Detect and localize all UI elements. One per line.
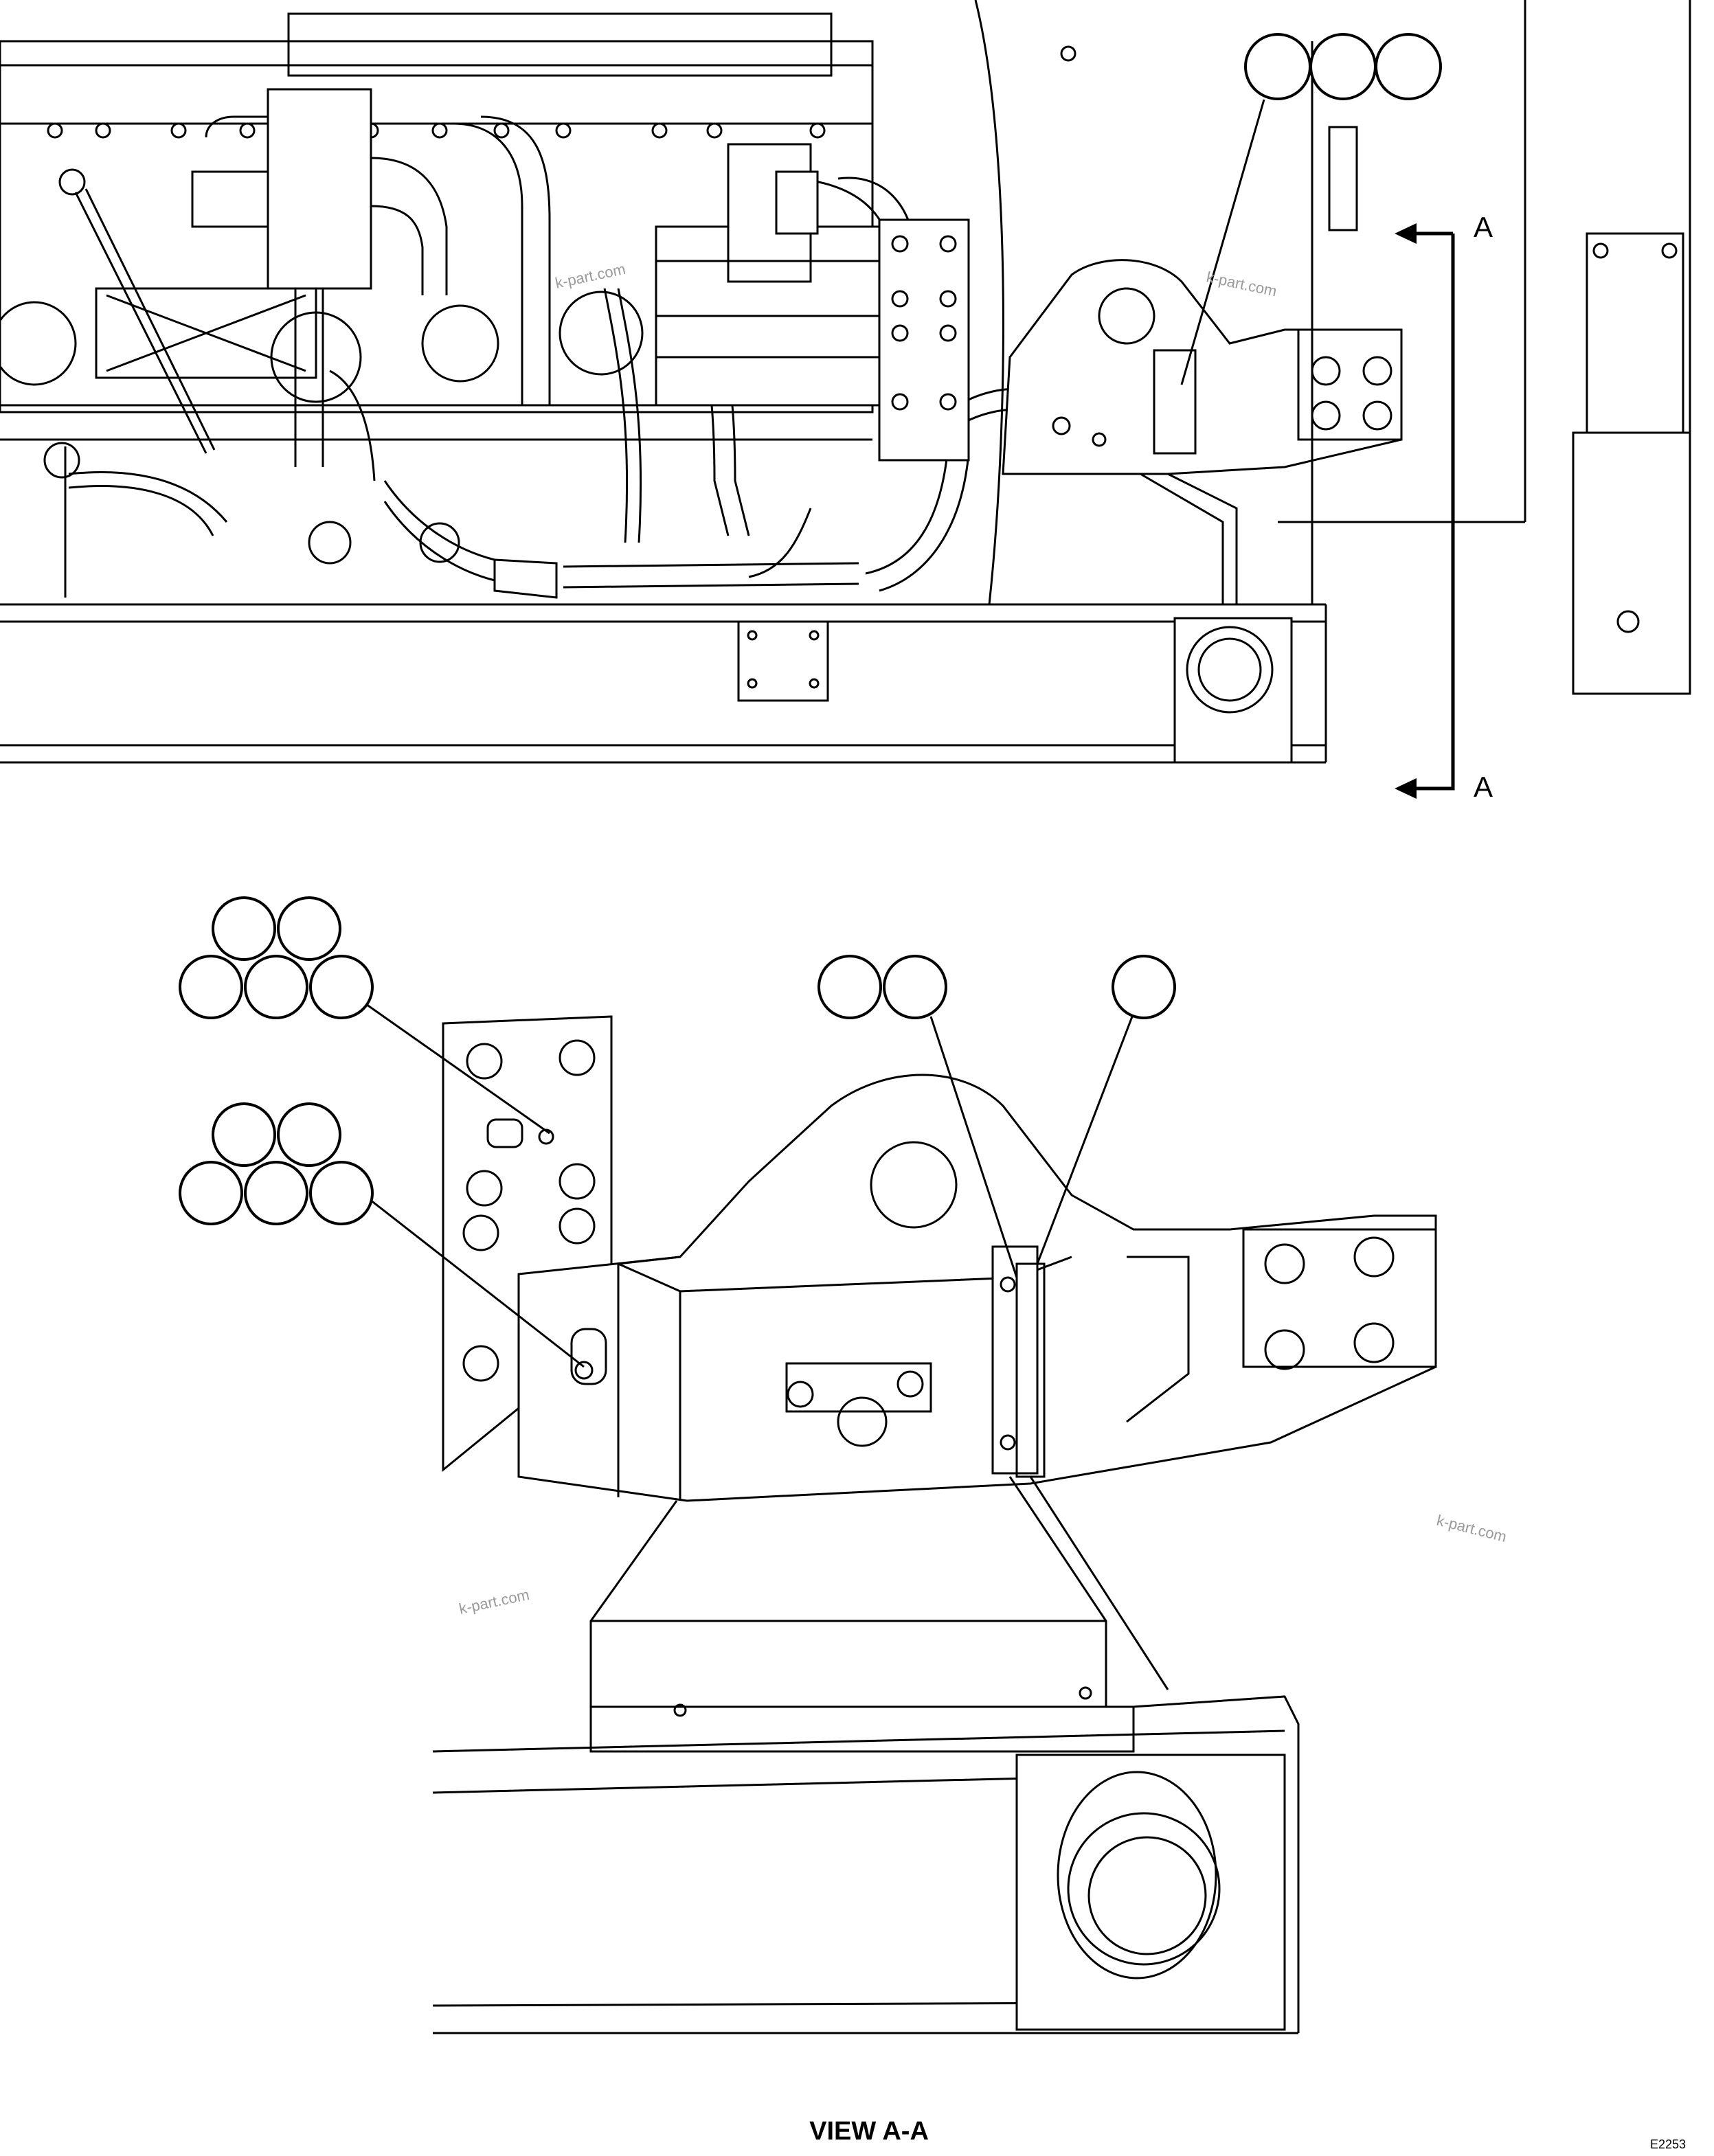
watermark: k-part.com: [458, 1586, 531, 1618]
watermark: k-part.com: [554, 260, 627, 292]
callout-group-view-right: [1112, 955, 1176, 1019]
callout-balloon: [179, 955, 243, 1019]
view-label: VIEW A-A: [809, 2117, 929, 2146]
engine-mount-upper: [1002, 259, 1403, 604]
callout-group-view-center: [817, 955, 947, 1019]
callout-balloon: [1112, 955, 1176, 1019]
valve-cover-bolts: [47, 122, 826, 139]
watermark: k-part.com: [1205, 268, 1278, 299]
section-marker-bottom: A: [1474, 771, 1493, 803]
radiator: [974, 0, 1691, 695]
callout-balloon: [244, 1161, 308, 1225]
dipstick: [43, 168, 216, 598]
watermark: k-part.com: [1435, 1512, 1509, 1545]
isolator-legs: [589, 1476, 1169, 1753]
callout-balloon: [817, 955, 882, 1019]
hoses: [68, 88, 1093, 599]
section-arrow-icon: [1395, 223, 1417, 244]
upper-view: [0, 0, 1691, 764]
callout-group-view-lower-left: [179, 1102, 374, 1225]
valve-block: [655, 143, 970, 462]
drawing-number: E2253: [1650, 2137, 1686, 2151]
frame-rail: [0, 603, 1327, 764]
callout-balloon: [1309, 33, 1377, 100]
section-marker-top: A: [1474, 211, 1493, 243]
callout-balloon: [309, 1161, 374, 1225]
callout-balloon: [212, 896, 276, 961]
callout-balloon: [277, 1102, 341, 1167]
callout-balloon: [1244, 33, 1311, 100]
frame-rail-section: [432, 1695, 1300, 2034]
callout-balloon: [244, 955, 308, 1019]
callout-balloon: [1375, 33, 1442, 100]
view-a-a: [363, 1001, 1437, 2034]
leader-lines: [363, 1001, 1135, 1368]
callout-group-view-upper-left: [179, 896, 374, 1019]
section-arrow-icon: [1395, 778, 1417, 799]
callout-balloon: [309, 955, 374, 1019]
callout-balloon: [277, 896, 341, 961]
leader-line: [1180, 99, 1265, 385]
section-arrows: A A: [1395, 211, 1493, 803]
mount-bracket: [517, 1074, 1437, 1502]
callout-balloon: [212, 1102, 276, 1167]
callout-balloon: [883, 955, 947, 1019]
callout-group-upper: [1244, 33, 1442, 100]
callout-balloon: [179, 1161, 243, 1225]
